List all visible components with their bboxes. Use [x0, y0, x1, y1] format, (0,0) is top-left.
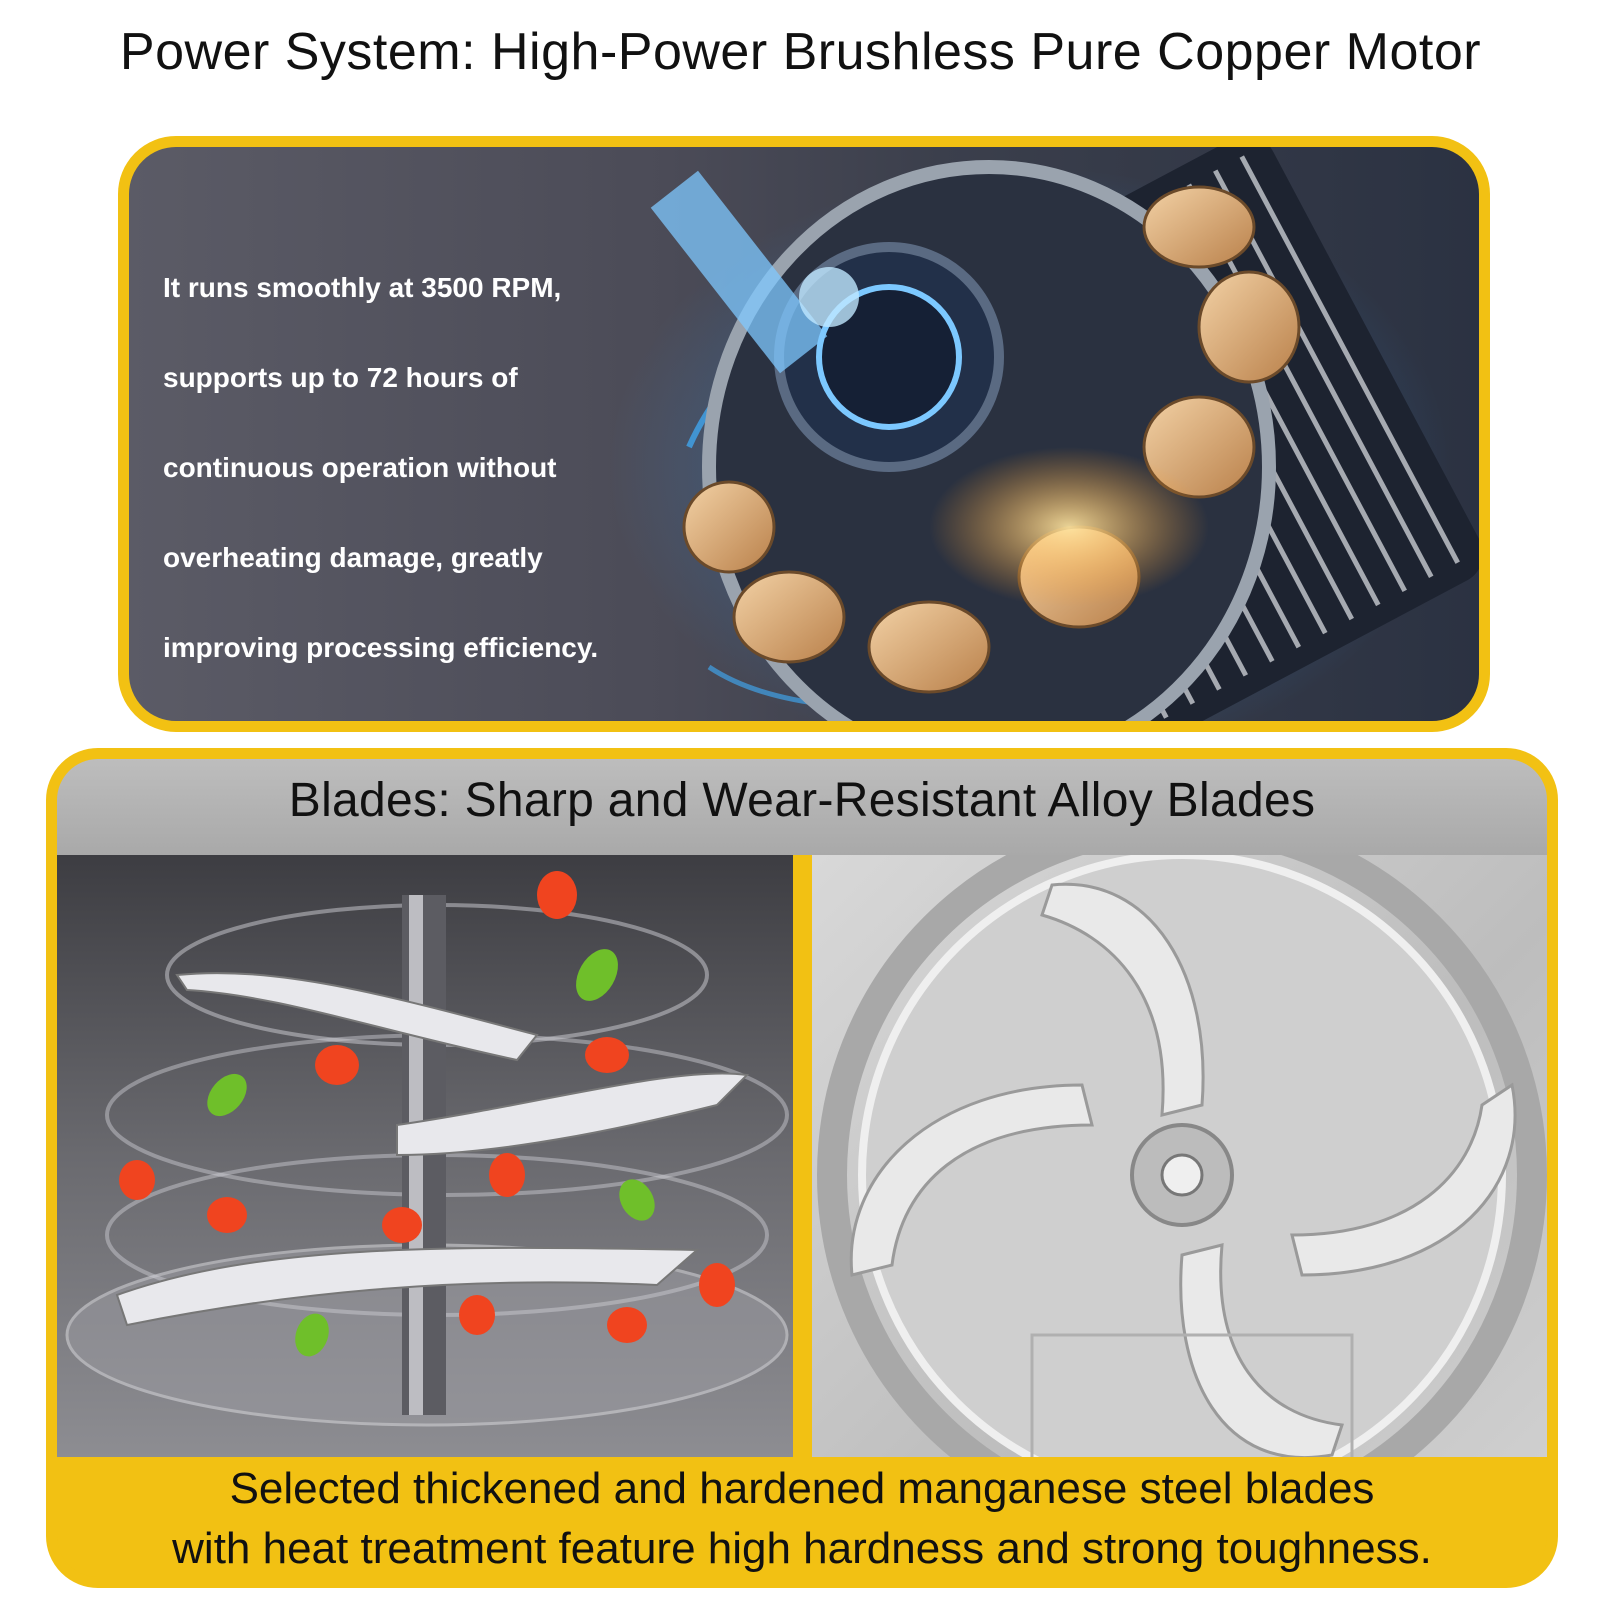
blade-disc-illustration [817, 855, 1547, 1457]
motor-line: improving processing efficiency. [163, 632, 599, 663]
motor-line: supports up to 72 hours of [163, 362, 518, 393]
motor-line: It runs smoothly at 3500 RPM, [163, 272, 562, 303]
motor-line: continuous operation without [163, 452, 557, 483]
caption-line: Selected thickened and hardened manganes… [229, 1464, 1375, 1513]
blades-panel: Blades: Sharp and Wear-Resistant Alloy B… [46, 748, 1558, 1588]
blade-spin-image [57, 855, 793, 1457]
blades-caption: Selected thickened and hardened manganes… [57, 1459, 1547, 1577]
blade-disc-image [812, 855, 1547, 1457]
motor-panel: It runs smoothly at 3500 RPM, supports u… [118, 136, 1490, 732]
page-title: Power System: High-Power Brushless Pure … [119, 23, 1482, 81]
caption-line: with heat treatment feature high hardnes… [172, 1524, 1432, 1573]
motor-description: It runs smoothly at 3500 RPM, supports u… [163, 243, 683, 693]
motor-line: overheating damage, greatly [163, 542, 543, 573]
blade-spin-illustration [65, 871, 789, 1427]
blades-header [57, 759, 1547, 855]
blades-title: Blades: Sharp and Wear-Resistant Alloy B… [288, 774, 1316, 827]
motor-illustration [609, 147, 1479, 721]
